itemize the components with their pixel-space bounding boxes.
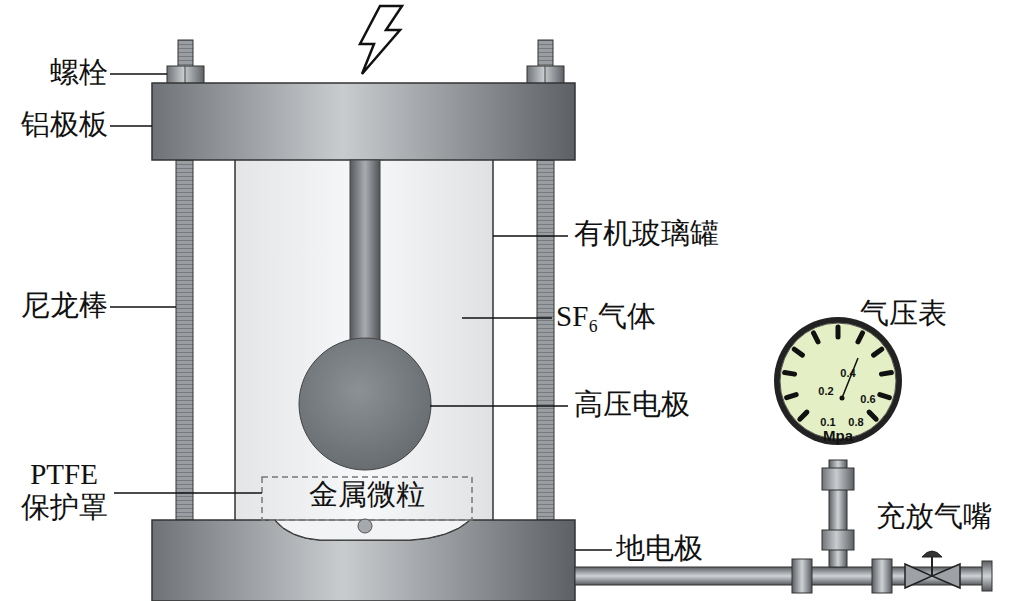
part-label: 尼龙棒 [21, 289, 108, 322]
part-label: 气压表 [860, 297, 947, 330]
gauge-tick [794, 349, 802, 355]
gauge-tick [787, 395, 797, 398]
gauge-scale: 0.6 [860, 394, 875, 405]
gauge-tick [813, 333, 818, 342]
part-label: 有机玻璃罐 [574, 217, 719, 250]
gauge-tick [881, 373, 891, 375]
gauge-unit: Mpa [823, 428, 853, 443]
part-label: 金属微粒 [309, 478, 425, 511]
gauge-tick [800, 412, 807, 419]
gauge-tick [880, 395, 890, 398]
gauge-scale: 0.4 [840, 368, 855, 379]
gauge-tick [785, 373, 795, 375]
part-label: PTFE 保护罩 [16, 458, 112, 525]
part-label: 地电极 [616, 532, 703, 565]
part-label: SF₆气体 [556, 300, 656, 333]
gauge-tick [836, 327, 841, 337]
part-label: 充放气嘴 [876, 500, 992, 533]
gauge-scale: 0.2 [818, 386, 833, 397]
part-label: 铝极板 [21, 108, 108, 141]
gauge-tick [858, 333, 863, 342]
part-label: 螺栓 [50, 56, 108, 89]
gauge-tick [869, 412, 876, 419]
gauge-scale: 0.8 [848, 417, 863, 428]
part-label: 高压电极 [574, 388, 690, 421]
gauge-scale: 0.1 [820, 417, 835, 428]
gauge-tick [874, 349, 882, 355]
